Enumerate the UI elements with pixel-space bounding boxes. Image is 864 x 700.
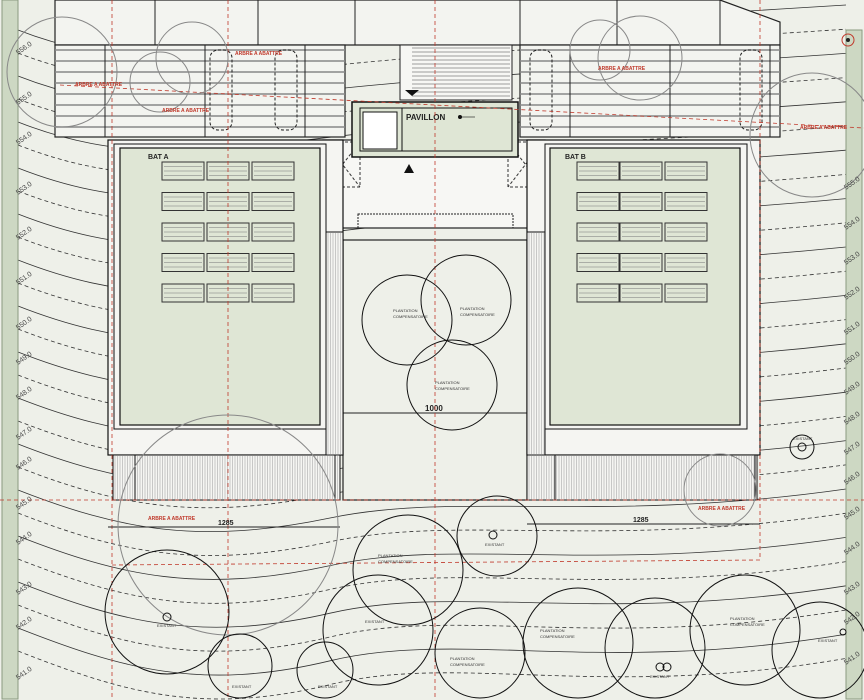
courtyard [342, 239, 528, 501]
tree-to-remove [597, 15, 683, 101]
plan-labels: ARBRE A ABATTRE ARBRE A ABATTRE ARBRE A AB… [75, 51, 848, 689]
compensation-label: PLANTATION [435, 380, 460, 385]
tree-remove-label: ARBRE A ABATTRE [148, 516, 196, 522]
tree-remove-label: ARBRE A ABATTRE [698, 506, 746, 512]
contour-line [17, 581, 847, 628]
compensation-label: COMPENSATOIRE [540, 634, 575, 639]
tree-circle [361, 274, 453, 366]
trees [6, 15, 864, 699]
compensation-label: COMPENSATOIRE [435, 386, 470, 391]
existing-label: EXISTANT [365, 619, 385, 624]
tree-circle [420, 254, 512, 346]
planter [739, 49, 763, 131]
existing-label: EXISTANT [793, 436, 813, 441]
hall-threshold [357, 213, 514, 229]
existing-label: EXISTANT [232, 684, 252, 689]
existing-tree [655, 662, 665, 672]
existing-label: EXISTANT [818, 638, 838, 643]
contour-line [17, 627, 847, 676]
courtyard-dimension: 1000 [425, 404, 443, 413]
contour-line [17, 604, 847, 652]
tree-to-remove [117, 414, 339, 636]
compensation-label: COMPENSATOIRE [378, 559, 413, 564]
tree-remove-label: ARBRE A ABATTRE [598, 66, 646, 72]
hatched-strip [526, 231, 546, 456]
property-boundary-right [845, 29, 863, 700]
compensation-label: PLANTATION [393, 308, 418, 313]
compensation-label: PLANTATION [378, 553, 403, 558]
tree-circle [104, 549, 230, 675]
terrace [519, 44, 781, 138]
compensation-label: PLANTATION [540, 628, 565, 633]
compensation-label: PLANTATION [460, 306, 485, 311]
terrace [54, 44, 346, 138]
existing-label: EXISTANT [650, 674, 670, 679]
tree-circle [689, 574, 801, 686]
existing-label: EXISTANT [157, 623, 177, 628]
tree-to-remove [683, 453, 757, 527]
tree-to-remove [155, 21, 229, 95]
existing-tree [789, 434, 815, 460]
stair [399, 44, 513, 101]
tree-remove-label: ARBRE A ABATTRE [235, 51, 283, 57]
terraces [54, 44, 781, 138]
planter [274, 49, 298, 131]
compensation-label: COMPENSATOIRE [393, 314, 428, 319]
compensation-label: PLANTATION [730, 616, 755, 621]
tree-circle [604, 597, 706, 699]
contour-line [17, 488, 847, 533]
existing-tree [488, 530, 498, 540]
arrow-up-icon [404, 164, 414, 173]
tree-circle [406, 339, 498, 431]
tree-circle [456, 495, 538, 577]
hatched-strip [112, 454, 341, 501]
compensation-label: COMPENSATOIRE [450, 662, 485, 667]
compensation-label: COMPENSATOIRE [460, 312, 495, 317]
compensation-label: COMPENSATOIRE [730, 622, 765, 627]
existing-label: EXISTANT [485, 542, 505, 547]
tree-circle [352, 514, 464, 626]
contour-line [17, 558, 847, 604]
tree-circle [322, 574, 434, 686]
tree-remove-label: ARBRE A ABATTRE [75, 82, 123, 88]
tree-to-remove [749, 72, 864, 198]
tree-circle [296, 641, 354, 699]
planter [529, 49, 553, 131]
dimension-right: 1285 [633, 517, 649, 524]
existing-tree [662, 662, 672, 672]
dimension-left: 1285 [218, 520, 234, 527]
tree-to-remove [129, 51, 191, 113]
tree-circle [522, 587, 634, 699]
north-marker-icon [841, 33, 855, 47]
existing-label: EXISTANT [318, 684, 338, 689]
tree-to-remove [569, 19, 631, 81]
building-b-label: BAT B [565, 154, 586, 161]
hatched-strips [112, 231, 758, 501]
existing-tree [839, 628, 847, 636]
pavilion-label: PAVILLON [406, 113, 445, 122]
tree-circle [771, 601, 864, 699]
contour-line [17, 535, 847, 580]
tree-circle [207, 633, 273, 699]
building-a-label: BAT A [148, 154, 169, 161]
compensation-label: PLANTATION [450, 656, 475, 661]
top-existing-building [54, 0, 781, 46]
planter [209, 49, 233, 131]
tree-remove-label: ARBRE A ABATTRE [162, 108, 210, 114]
tree-circle [434, 607, 526, 699]
existing-tree [797, 442, 807, 452]
window-grid [161, 161, 708, 303]
property-boundary-left [1, 0, 19, 700]
tree-to-remove [6, 16, 118, 128]
existing-tree [162, 612, 172, 622]
tree-remove-label: ARBRE A ABATTRE [800, 125, 848, 131]
